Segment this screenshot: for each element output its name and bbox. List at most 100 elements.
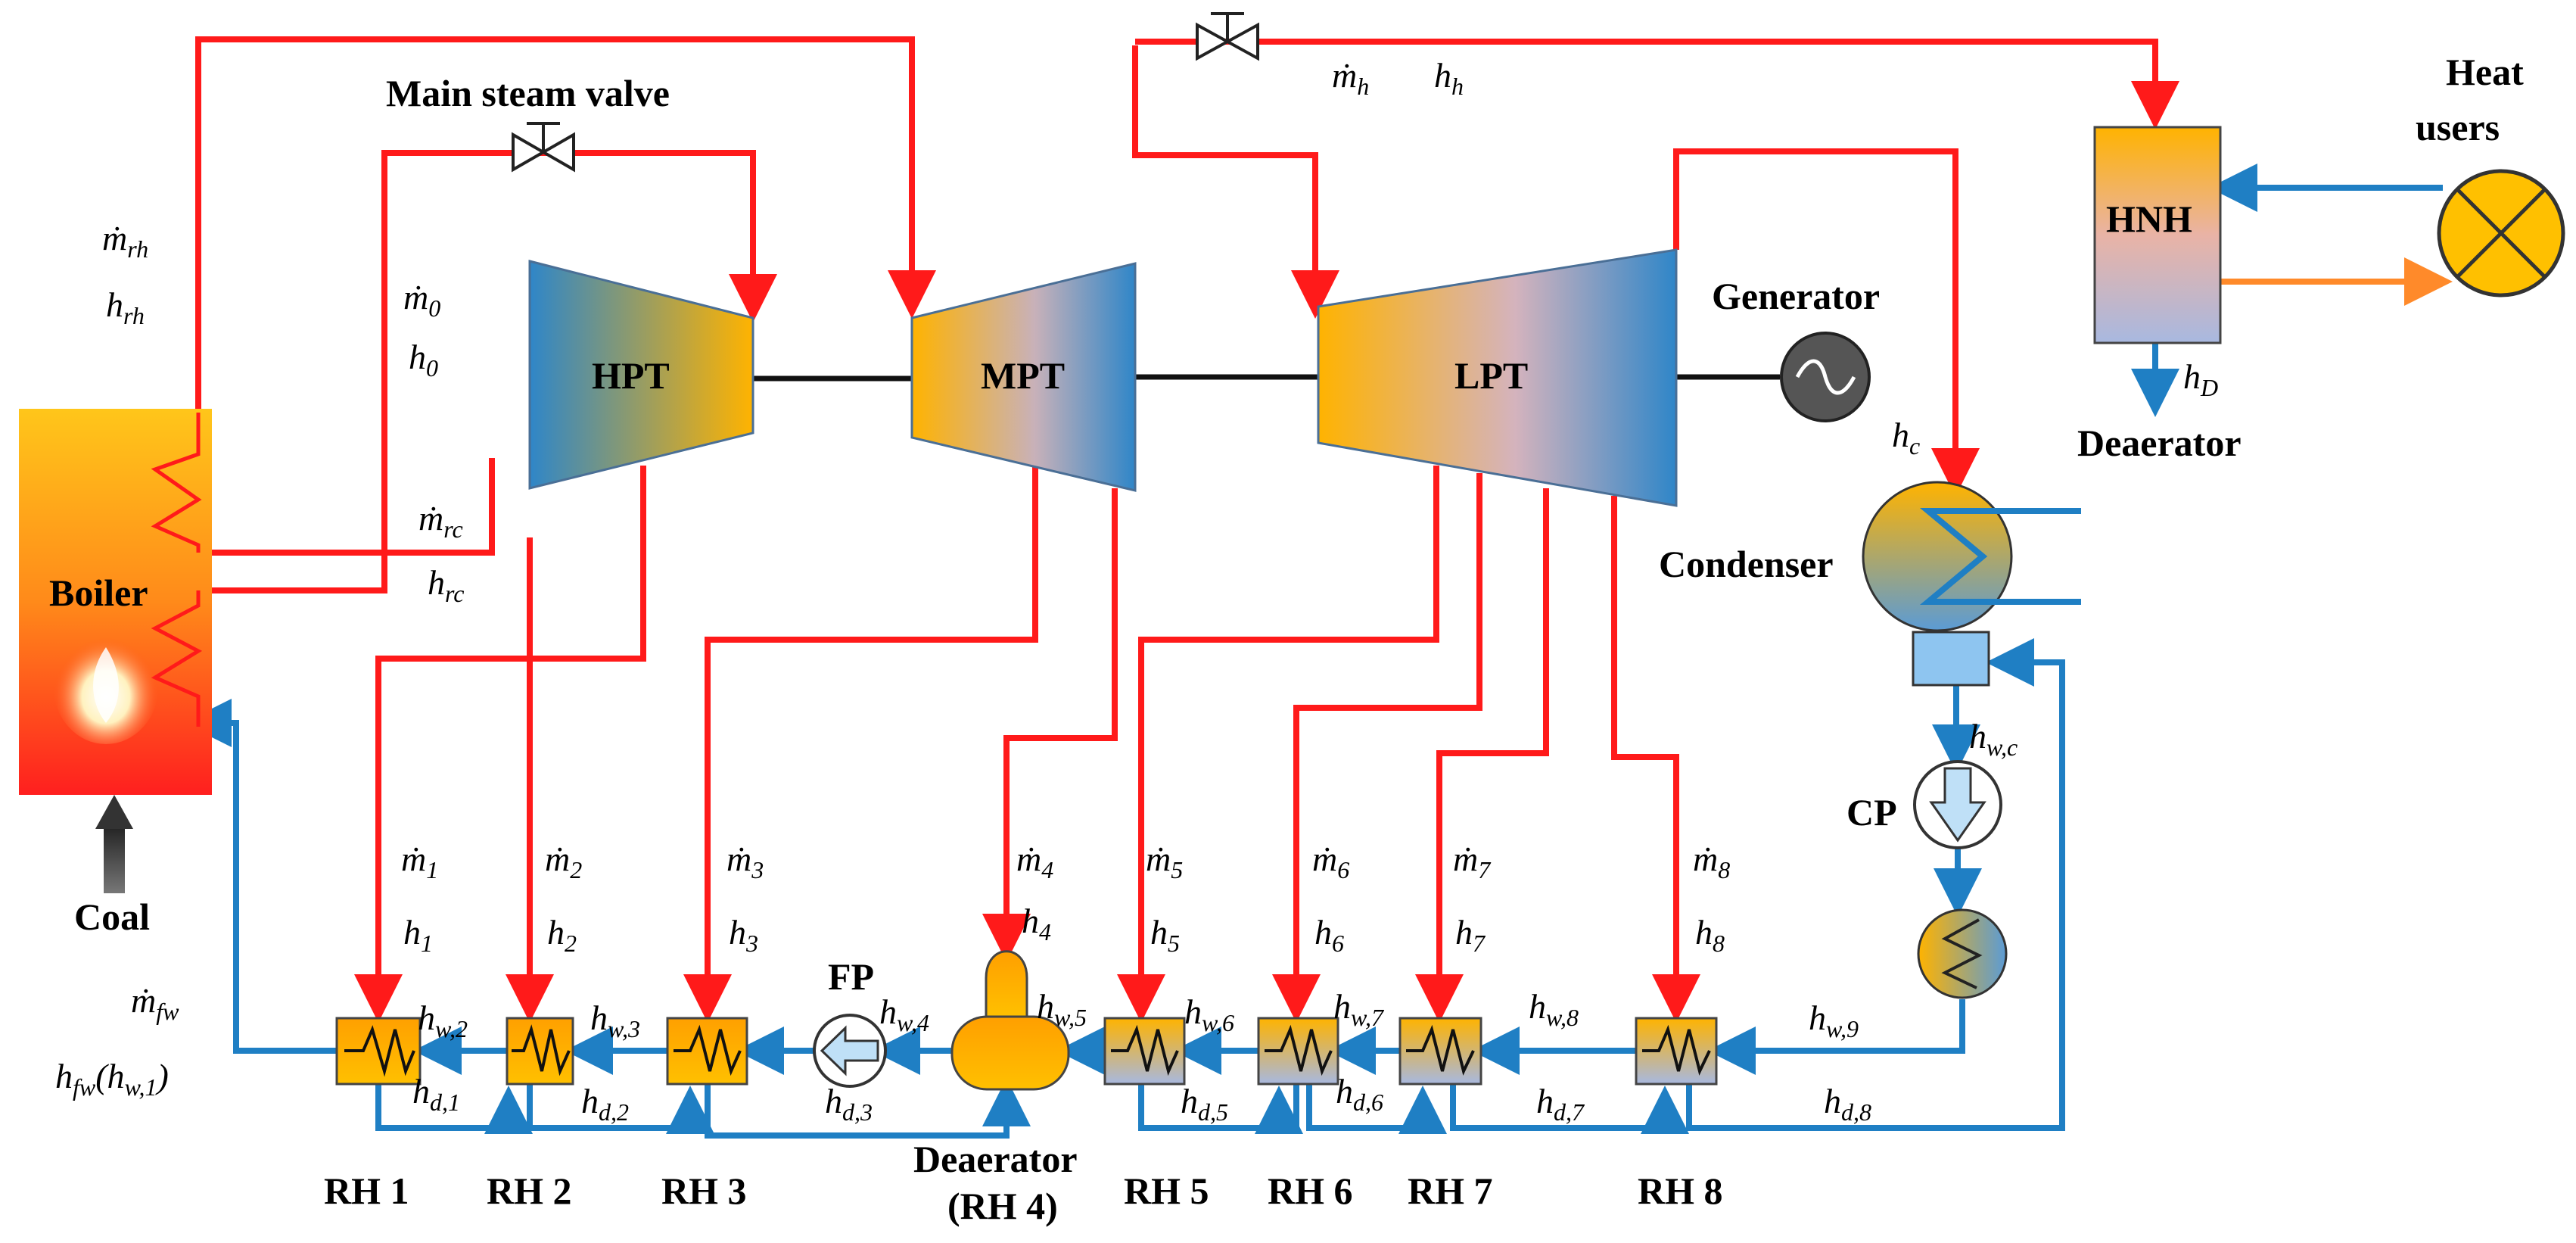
symbol-h-d2: hd,2 (581, 1082, 629, 1126)
symbol-h-d7: hd,7 (1536, 1082, 1585, 1126)
heater-label-rh5: RH 5 (1124, 1170, 1209, 1212)
heater-rh5 (1103, 1017, 1186, 1086)
symbol-h-D: hD (2183, 357, 2218, 401)
symbol-h-4: h4 (1022, 902, 1051, 945)
hpt-label: HPT (592, 354, 670, 397)
deaerator-icon (950, 950, 1070, 1091)
extraction-6 (1272, 473, 1482, 1023)
mpt-turbine (910, 262, 1137, 492)
heater-label-rh7: RH 7 (1408, 1170, 1493, 1212)
symbol-h-w7: hw,7 (1333, 987, 1385, 1031)
symbol-m-fw: ṁfw (131, 981, 179, 1025)
symbol-h-w9: hw,9 (1809, 998, 1859, 1042)
symbol-h-w5: hw,5 (1037, 987, 1087, 1031)
symbol-h-d5: hd,5 (1181, 1082, 1228, 1126)
drain-rh8-to-condenser (1686, 638, 2065, 1131)
fp-label: FP (828, 955, 874, 998)
deaerator-top-label: Deaerator (2077, 422, 2242, 464)
symbol-m-1: ṁ1 (401, 840, 438, 883)
main-steam-valve-icon (512, 122, 575, 173)
symbol-h-wc: hw,c (1969, 717, 2018, 761)
symbol-m-4: ṁ4 (1016, 840, 1053, 883)
heater-rh1 (335, 1017, 422, 1086)
symbol-h-0: h0 (409, 338, 438, 382)
heater-label-rh2: RH 2 (487, 1170, 572, 1212)
symbol-h-d3: hd,3 (825, 1082, 873, 1126)
heat-users-icon (2437, 169, 2565, 298)
drain-rh6-to-rh7 (1306, 1084, 1447, 1134)
symbol-h-w2: hw,2 (418, 998, 468, 1042)
extraction-valve-icon (1196, 12, 1259, 61)
symbol-h-w8: hw,8 (1529, 987, 1579, 1031)
feedwater-to-boiler (183, 699, 337, 1054)
symbol-m-rh: ṁrh (102, 219, 148, 263)
symbol-h-w3: hw,3 (590, 998, 640, 1042)
symbol-m-3: ṁ3 (726, 840, 764, 883)
lpt-label: LPT (1454, 354, 1528, 397)
symbol-h-d8: hd,8 (1824, 1082, 1871, 1126)
heat-users-label-line1: Heat (2446, 51, 2524, 93)
hotwell (1912, 631, 1990, 687)
symbol-h-fw: hfw(hw,1) (55, 1057, 169, 1101)
steam-lines (195, 36, 2179, 1023)
symbol-m-8: ṁ8 (1693, 840, 1730, 883)
symbol-m-rc: ṁrc (418, 499, 463, 543)
heater-label-rh6: RH 6 (1268, 1170, 1353, 1212)
symbol-h-rh: hrh (106, 285, 145, 329)
cross-over-to-lpt (1135, 39, 2179, 129)
symbol-h-c: hc (1892, 416, 1920, 460)
symbol-m-0: ṁ0 (403, 278, 440, 322)
symbol-m-7: ṁ7 (1453, 840, 1492, 883)
hnh-label: HNH (2106, 198, 2192, 240)
component-labels: Main steam valve HPT MPT LPT Generator C… (49, 51, 2524, 1227)
heater-rh6 (1257, 1017, 1339, 1086)
heater-rh3 (666, 1017, 748, 1086)
extraction-5 (1117, 466, 1439, 1023)
main-steam-valve-label: Main steam valve (386, 72, 670, 114)
drain-rh3-to-deaerator (705, 1078, 1031, 1139)
turbine-shaft (753, 374, 1780, 382)
condenser-label: Condenser (1659, 543, 1834, 585)
symbol-h-w4: hw,4 (879, 992, 929, 1036)
boiler (19, 409, 212, 795)
drain-rh7-to-rh8 (1450, 1084, 1689, 1134)
lpt-exhaust-to-condenser (1673, 148, 1980, 497)
symbol-h-5: h5 (1150, 913, 1180, 957)
superheater-coil (151, 590, 203, 727)
heater-rh2 (506, 1017, 574, 1086)
extraction-7 (1415, 488, 1549, 1023)
heater-label-rh3: RH 3 (661, 1170, 747, 1212)
generator-icon (1780, 332, 1871, 422)
symbol-h-1: h1 (403, 913, 433, 957)
symbol-h-w6: hw,6 (1184, 992, 1234, 1036)
condensate-pump-icon (1913, 760, 2002, 849)
heaters (335, 1017, 1718, 1086)
heater-rh8 (1635, 1017, 1718, 1086)
reheater-coil (151, 413, 202, 553)
heater-label-rh1: RH 1 (324, 1170, 409, 1212)
coal-arrow-icon (95, 795, 133, 893)
extraction-1 (354, 466, 646, 1023)
heat-users-label-line2: users (2416, 106, 2500, 148)
symbol-h-h: hh (1434, 56, 1464, 100)
symbol-m-5: ṁ5 (1146, 840, 1183, 883)
symbol-m-6: ṁ6 (1312, 840, 1349, 883)
main-steam-to-hpt (198, 150, 777, 593)
lp-heater-icon (1917, 908, 2008, 999)
drain-rh2-to-rh3 (527, 1084, 714, 1134)
heater-label-rh8: RH 8 (1638, 1170, 1723, 1212)
extraction-3 (683, 466, 1038, 1023)
symbol-h-rc: hrc (428, 563, 464, 607)
reheat-steam-to-mpt (195, 36, 936, 409)
cold-reheat-line (198, 458, 495, 556)
coal-label: Coal (74, 896, 150, 938)
state-symbols: ṁrh hrh ṁ0 h0 ṁrc hrc ṁh hh hD hc hw,c ṁ… (55, 56, 2218, 1126)
symbol-m-h: ṁh (1332, 56, 1369, 100)
symbol-h-8: h8 (1695, 913, 1725, 957)
generator-label: Generator (1712, 275, 1880, 317)
symbol-h-d1: hd,1 (412, 1072, 460, 1116)
condenser-icon (1862, 481, 2081, 687)
deaerator-bottom-label-line2: (RH 4) (947, 1185, 1058, 1227)
